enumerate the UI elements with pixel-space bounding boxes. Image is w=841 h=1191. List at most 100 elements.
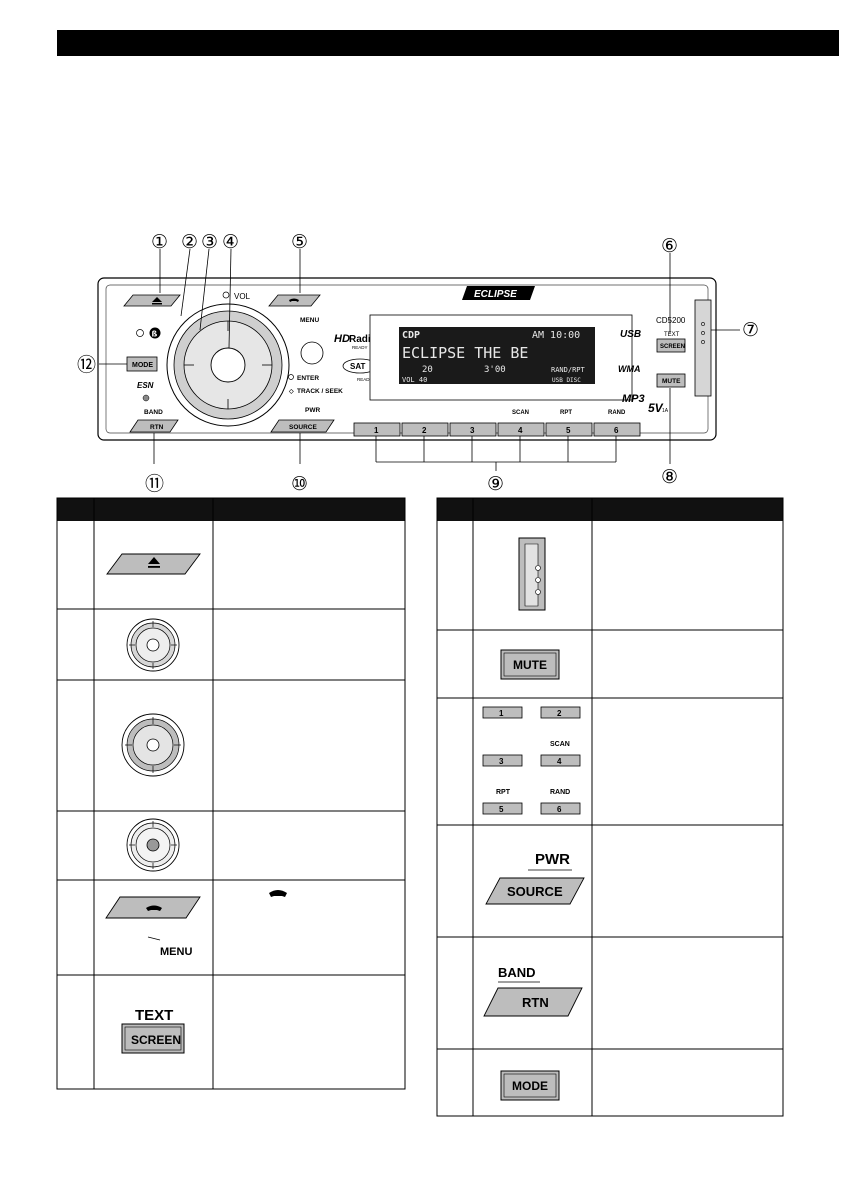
svg-text:MODE: MODE: [512, 1079, 548, 1093]
svg-text:RAND: RAND: [550, 789, 570, 796]
svg-text:BAND: BAND: [498, 965, 536, 980]
callout-lines: [99, 248, 740, 471]
svg-text:TRACK / SEEK: TRACK / SEEK: [297, 388, 343, 395]
svg-text:PWR: PWR: [305, 407, 320, 414]
svg-text:CD5200: CD5200: [656, 316, 686, 325]
table-usb-cover: [518, 537, 546, 611]
table-source-pwr-button: PWR SOURCE: [485, 851, 585, 905]
callout-4: ④: [222, 231, 239, 253]
head-unit-illustration: VOL ß MENU MODE ESN BAND RTN ENTER ◇ TRA…: [77, 231, 759, 495]
callout-2: ②: [181, 231, 198, 253]
svg-text:BAND: BAND: [144, 409, 163, 416]
table-text-screen-button: TEXT SCREEN: [121, 1007, 185, 1054]
svg-text:TEXT: TEXT: [664, 332, 680, 338]
preset-button-1[interactable]: [353, 422, 401, 437]
phone-icon: [146, 905, 162, 911]
svg-text:20: 20: [422, 365, 433, 375]
table-rtn-band-button: BAND RTN: [483, 965, 583, 1017]
svg-text:MUTE: MUTE: [662, 378, 681, 385]
svg-text:READY: READY: [352, 345, 368, 350]
screen-button: [656, 338, 686, 353]
preset-button-3[interactable]: [449, 422, 497, 437]
source-button: [270, 419, 335, 433]
svg-text:SCREEN: SCREEN: [131, 1033, 181, 1047]
preset-button-6[interactable]: [593, 422, 641, 437]
callout-9: ⑨: [487, 473, 504, 495]
table-track-seek-ring: [121, 713, 185, 777]
svg-text:ENTER: ENTER: [297, 375, 319, 382]
svg-text:ECLIPSE: ECLIPSE: [474, 289, 517, 300]
svg-text:TEXT: TEXT: [135, 1007, 173, 1024]
svg-text:MENU: MENU: [300, 317, 319, 324]
eject-icon: [148, 557, 160, 564]
preset-sub-label-4: SCAN: [512, 410, 529, 416]
svg-text:MODE: MODE: [132, 362, 153, 369]
svg-text:VOL 40: VOL 40: [402, 376, 427, 384]
svg-text:1A: 1A: [662, 408, 669, 414]
header-bar: [57, 30, 839, 56]
lcd-display: [399, 327, 595, 384]
mute-button: [656, 373, 686, 388]
preset-button-2[interactable]: [401, 422, 449, 437]
svg-text:MUTE: MUTE: [513, 658, 547, 672]
remote-sensor: [300, 341, 324, 365]
callout-3: ③: [201, 231, 218, 253]
preset-label-1: 1: [374, 426, 379, 435]
svg-text:Radio: Radio: [349, 334, 377, 345]
callout-12: ⑫: [77, 354, 96, 376]
svg-text:USB: USB: [620, 329, 641, 340]
preset-button-5[interactable]: [545, 422, 593, 437]
svg-text:3'00: 3'00: [484, 365, 506, 375]
callout-8: ⑧: [661, 466, 678, 488]
svg-text:MENU: MENU: [160, 946, 192, 958]
table-eject-button: [106, 553, 201, 575]
center-enter-button: [210, 347, 246, 383]
preset-label-6: 6: [614, 426, 619, 435]
svg-text:3: 3: [499, 757, 504, 766]
eject-icon: [152, 297, 162, 302]
callout-11: ⑪: [145, 473, 164, 495]
table-center-button: [126, 818, 180, 872]
svg-text:USB DISC: USB DISC: [552, 377, 581, 384]
callout-7: ⑦: [742, 319, 759, 341]
svg-text:RAND/RPT: RAND/RPT: [551, 366, 586, 374]
svg-text:PWR: PWR: [535, 851, 570, 868]
table-phone-menu-button: MENU: [105, 896, 201, 958]
table-mute-button: MUTE: [500, 649, 560, 680]
preset-label-2: 2: [422, 426, 427, 435]
svg-text:SCAN: SCAN: [550, 741, 570, 748]
phone-icon: [289, 298, 299, 302]
preset-sub-label-5: RPT: [560, 410, 572, 416]
svg-text:RTN: RTN: [522, 995, 549, 1010]
hd-logo: HD: [334, 333, 350, 345]
eject-button: [123, 294, 181, 307]
svg-text:READY: READY: [357, 377, 373, 382]
phone-icon: [269, 890, 287, 897]
preset-button-4[interactable]: [497, 422, 545, 437]
svg-text:VOL: VOL: [234, 292, 251, 301]
svg-text:SOURCE: SOURCE: [289, 424, 317, 431]
callout-1: ①: [151, 231, 168, 253]
callout-5: ⑤: [291, 231, 308, 253]
callout-6: ⑥: [661, 235, 678, 257]
bluetooth-icon: [149, 327, 161, 339]
svg-text:◇: ◇: [288, 388, 294, 395]
table-volume-knob: [126, 618, 180, 672]
preset-label-5: 5: [566, 426, 571, 435]
svg-text:ESN: ESN: [137, 381, 154, 390]
preset-label-4: 4: [518, 426, 523, 435]
svg-text:RPT: RPT: [496, 789, 511, 796]
rtn-button: [129, 419, 179, 433]
svg-text:SAT: SAT: [350, 362, 366, 371]
svg-text:5: 5: [499, 805, 504, 814]
svg-text:MP3: MP3: [622, 393, 645, 405]
svg-text:ß: ß: [152, 330, 158, 339]
callout-10: ⑩: [291, 473, 308, 495]
svg-text:1: 1: [499, 709, 504, 718]
svg-text:SCREEN: SCREEN: [660, 344, 685, 350]
eclipse-logo: [462, 286, 535, 300]
svg-text:6: 6: [557, 805, 562, 814]
svg-text:5V: 5V: [648, 401, 664, 415]
svg-text:2: 2: [557, 709, 562, 718]
